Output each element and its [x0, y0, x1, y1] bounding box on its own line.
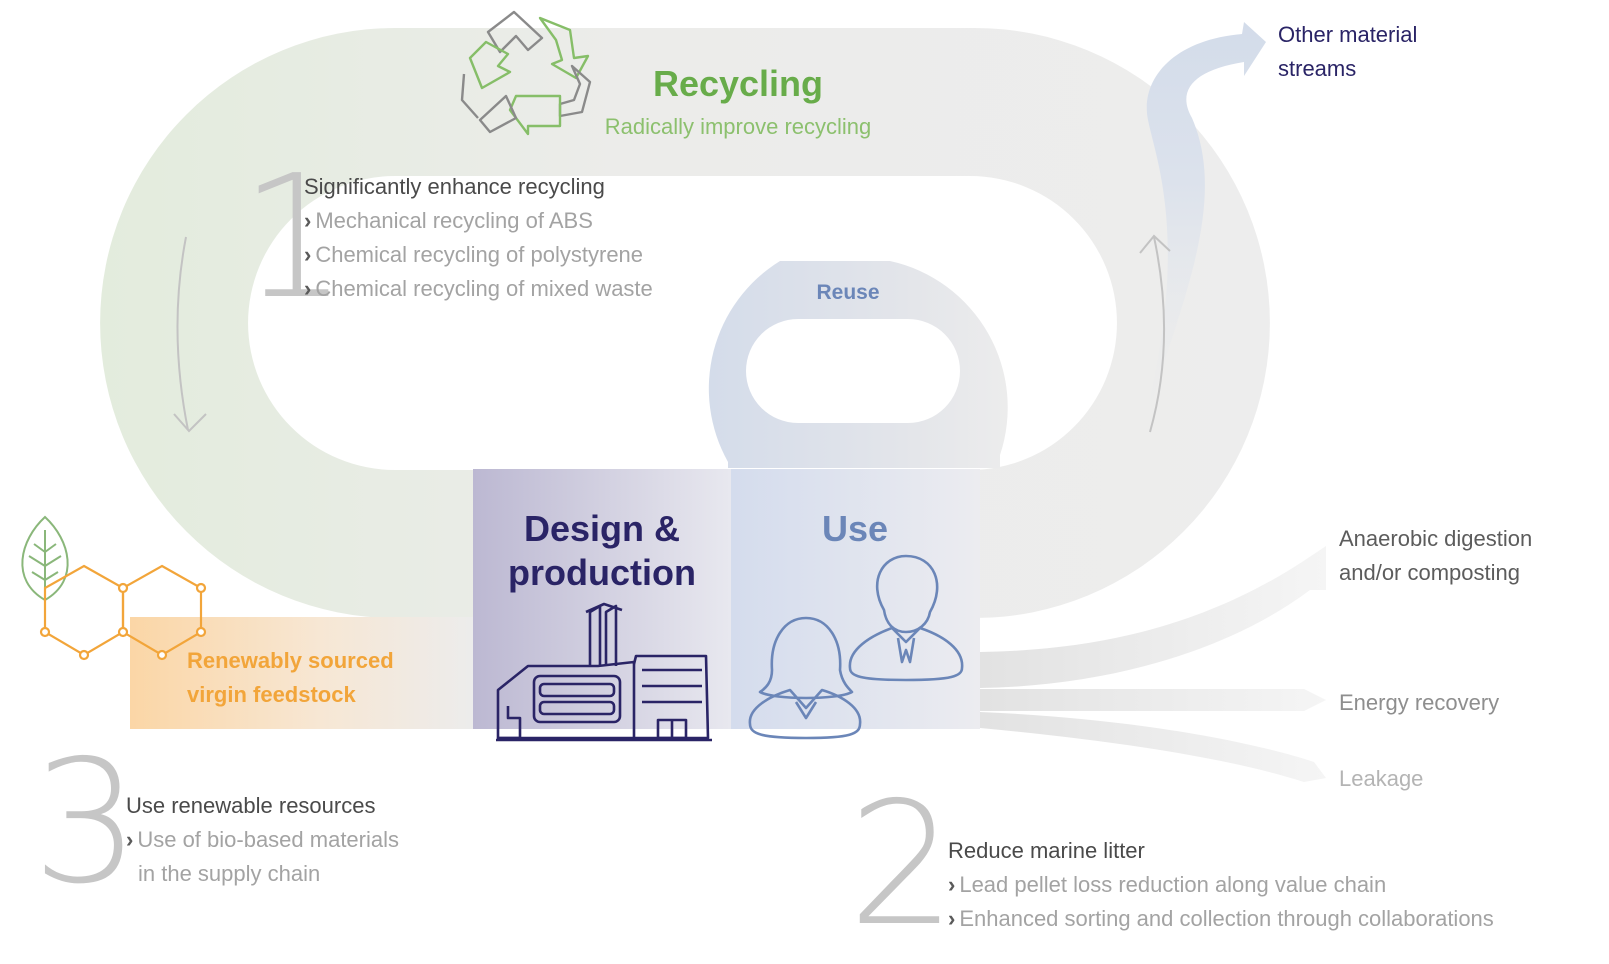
hexagon-molecule-icon — [39, 564, 207, 661]
action-2-bullet-1: ›Lead pellet loss reduction along value … — [948, 872, 1387, 897]
anaerobic-line1: Anaerobic digestion — [1339, 526, 1533, 551]
action-3-bullet-2: in the supply chain — [138, 861, 320, 887]
design-label-line1: Design & — [524, 508, 680, 549]
feedstock-label-line2: virgin feedstock — [187, 682, 356, 707]
action-2-heading: Reduce marine litter — [948, 838, 1145, 863]
action-1-heading: Significantly enhance recycling — [304, 174, 605, 199]
action-1-number: 1 — [240, 139, 349, 337]
action-1-bullet-1: ›Mechanical recycling of ABS — [304, 208, 593, 233]
bullet-text: Use of bio-based materials — [137, 827, 400, 852]
recycle-icon — [460, 10, 592, 136]
bullet-text: in the supply chain — [138, 861, 321, 886]
other-streams-line1: Other material — [1278, 22, 1418, 47]
action-2-number: 2 — [848, 766, 957, 964]
use-band — [731, 469, 980, 729]
bullet-text: Lead pellet loss reduction along value c… — [959, 872, 1387, 897]
use-label: Use — [822, 508, 888, 549]
action-1-bullet-3: ›Chemical recycling of mixed waste — [304, 276, 653, 301]
bullet-text: Enhanced sorting and collection through … — [959, 906, 1494, 931]
leakage-label: Leakage — [1339, 766, 1424, 791]
up-flow-arrow — [1139, 234, 1171, 433]
reuse-loop — [708, 261, 1008, 468]
action-2-bullet-2: ›Enhanced sorting and collection through… — [948, 906, 1494, 931]
down-flow-arrow — [173, 236, 207, 433]
recycling-subtitle: Radically improve recycling — [605, 114, 872, 139]
action-3-number: 3 — [32, 724, 141, 922]
reuse-label: Reuse — [816, 281, 879, 304]
feedstock-label-line1: Renewably sourced — [187, 648, 394, 673]
energy-recovery-arrow — [980, 689, 1326, 711]
anaerobic-line2: and/or composting — [1339, 560, 1520, 585]
recycling-title: Recycling — [653, 63, 823, 104]
action-3-bullet-1: ›Use of bio-based materials — [126, 827, 400, 852]
anaerobic-arrow — [980, 546, 1326, 688]
feedstock-band — [130, 617, 475, 729]
action-3-heading: Use renewable resources — [126, 793, 376, 818]
leakage-arrow — [980, 712, 1326, 782]
design-label-line2: production — [508, 552, 696, 593]
anaerobic-digestion-label: Anaerobic digestion and/or composting — [1339, 522, 1532, 590]
action-1-bullet-2: ›Chemical recycling of polystyrene — [304, 242, 644, 267]
other-material-streams-arrow — [1145, 22, 1266, 420]
other-streams-line2: streams — [1278, 56, 1357, 81]
bullet-text: Chemical recycling of mixed waste — [315, 276, 653, 301]
energy-recovery-label: Energy recovery — [1339, 690, 1500, 715]
bullet-text: Chemical recycling of polystyrene — [315, 242, 644, 267]
other-material-streams-label: Other material streams — [1278, 18, 1417, 86]
factory-icon — [496, 602, 712, 742]
people-icon — [748, 554, 964, 740]
bullet-text: Mechanical recycling of ABS — [315, 208, 593, 233]
